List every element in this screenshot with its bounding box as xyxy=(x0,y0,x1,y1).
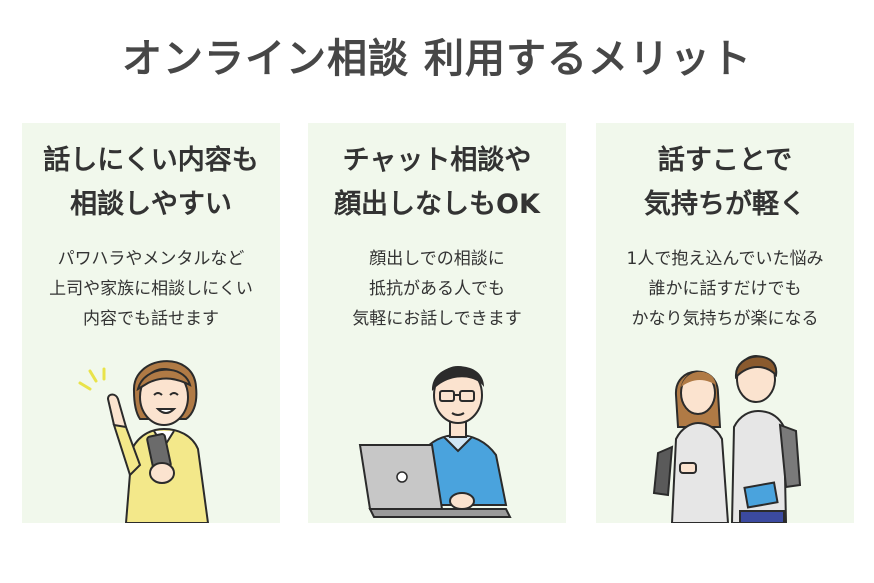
page-title: オンライン相談 利用するメリット xyxy=(122,36,752,82)
benefit-card-2: チャット相談や 顔出しなしもOK 顔出しでの相談に 抵抗がある人でも 気軽にお話… xyxy=(308,123,566,523)
body-line: パワハラやメンタルなど xyxy=(57,249,245,269)
body-line: 1人で抱え込んでいた悩み xyxy=(626,249,824,269)
heading-line: 顔出しなしもOK xyxy=(334,189,540,220)
card-body: 1人で抱え込んでいた悩み 誰かに話すだけでも かなり気持ちが楽になる xyxy=(596,244,854,334)
body-line: 顔出しでの相談に xyxy=(369,249,505,269)
woman-phone-illustration xyxy=(78,360,210,523)
body-line: 気軽にお話しできます xyxy=(352,309,522,329)
card-body: パワハラやメンタルなど 上司や家族に相談しにくい 内容でも話せます xyxy=(22,244,280,334)
heading-line: 気持ちが軽く xyxy=(644,189,806,220)
card-heading: チャット相談や 顔出しなしもOK xyxy=(308,139,566,227)
body-line: 内容でも話せます xyxy=(83,309,219,329)
body-line: 抵抗がある人でも xyxy=(369,279,505,299)
body-line: 上司や家族に相談しにくい xyxy=(49,279,253,299)
card-heading: 話すことで 気持ちが軽く xyxy=(596,139,854,227)
card-body: 顔出しでの相談に 抵抗がある人でも 気軽にお話しできます xyxy=(308,244,566,334)
heading-line: 相談しやすい xyxy=(70,189,232,220)
benefit-card-3: 話すことで 気持ちが軽く 1人で抱え込んでいた悩み 誰かに話すだけでも かなり気… xyxy=(596,123,854,523)
card-heading: 話しにくい内容も 相談しやすい xyxy=(22,139,280,227)
heading-line: チャット相談や xyxy=(342,145,532,176)
body-line: かなり気持ちが楽になる xyxy=(631,309,819,329)
body-line: 誰かに話すだけでも xyxy=(648,279,802,299)
benefit-card-1: 話しにくい内容も 相談しやすい パワハラやメンタルなど 上司や家族に相談しにくい… xyxy=(22,123,280,523)
man-laptop-illustration xyxy=(358,366,512,518)
heading-line: 話しにくい内容も xyxy=(43,145,259,176)
heading-line: 話すことで xyxy=(657,145,793,176)
couple-illustration xyxy=(652,355,802,523)
